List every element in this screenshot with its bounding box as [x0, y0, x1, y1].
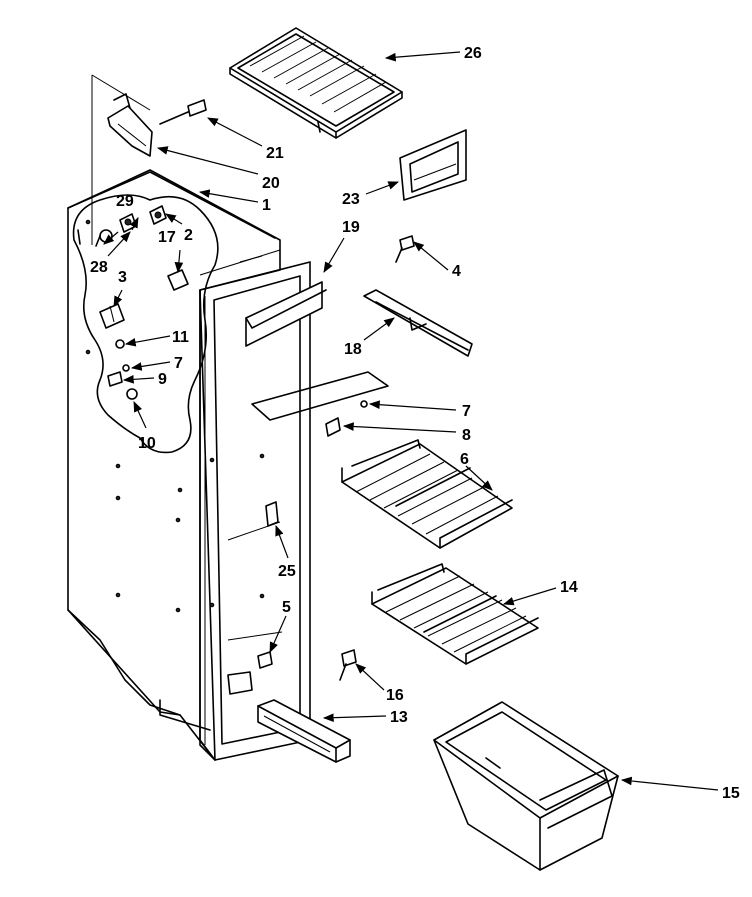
upper-bracket: [245, 281, 327, 347]
callout-28: 28: [90, 259, 108, 276]
leader-17: [174, 249, 184, 274]
bulb-10: [126, 388, 138, 400]
leader-5: [269, 615, 287, 653]
leader-lines: [103, 51, 719, 791]
wire-shelf-upper: [341, 439, 513, 549]
callout-15: 15: [722, 785, 740, 802]
bottom-trim: [257, 699, 351, 763]
top-shelf: [229, 27, 403, 139]
leader-14: [502, 587, 557, 606]
leader-6: [465, 465, 493, 491]
leader-3: [113, 289, 123, 307]
bottom-screw: [257, 651, 273, 669]
callout-23: 23: [342, 191, 360, 208]
callout-13: 13: [390, 709, 408, 726]
small-frame: [399, 129, 467, 201]
hinge-guide-line: [91, 74, 151, 111]
callout-25: 25: [278, 563, 296, 580]
callout-19: 19: [342, 219, 360, 236]
callout-11: 11: [172, 329, 189, 346]
callout-9: 9: [158, 371, 167, 388]
leader-7b: [368, 400, 457, 411]
callout-7b: 7: [462, 403, 471, 420]
callout-16: 16: [386, 687, 404, 704]
leader-19: [323, 237, 345, 273]
screw-11: [115, 339, 125, 349]
callout-4: 4: [452, 263, 461, 280]
leader-29b: [129, 217, 139, 231]
callout-20: 20: [262, 175, 280, 192]
callout-3: 3: [118, 269, 127, 286]
callout-26: 26: [464, 45, 482, 62]
switch-component: [99, 303, 125, 329]
leader-16: [355, 663, 385, 691]
leader-1: [198, 189, 259, 203]
leader-18: [363, 317, 395, 341]
leader-23: [365, 181, 400, 195]
wire-hole-left: [77, 229, 81, 245]
leader-10: [133, 401, 147, 429]
callout-10: 10: [138, 435, 156, 452]
hinge-screw: [159, 99, 207, 125]
leader-25: [275, 524, 289, 559]
wall-clip: [265, 501, 279, 527]
light-shield: [251, 371, 389, 421]
callout-14: 14: [560, 579, 578, 596]
callout-6: 6: [460, 451, 469, 468]
leader-28: [107, 231, 131, 257]
light-socket: [167, 269, 189, 291]
leader-7a: [130, 361, 171, 371]
screw-7a: [122, 364, 130, 372]
callout-7a: 7: [174, 355, 183, 372]
leader-2: [165, 213, 183, 225]
callout-2: 2: [184, 227, 193, 244]
callout-labels: 26 21 20 1 29 2 17 28 3 11 7 9 10 23 19 …: [90, 45, 740, 802]
rail-screw: [395, 235, 415, 263]
leader-13: [322, 713, 387, 723]
callout-29: 29: [116, 193, 134, 210]
callout-18: 18: [344, 341, 362, 358]
cutaway-region: [72, 194, 219, 454]
leader-11: [124, 335, 171, 347]
leader-20: [156, 146, 259, 175]
wire-shelf-lower: [371, 563, 539, 665]
callout-17: 17: [158, 229, 176, 246]
clip-9: [107, 371, 123, 387]
leader-21: [207, 117, 263, 147]
callout-21: 21: [266, 145, 284, 162]
leader-9: [122, 375, 155, 384]
leader-8: [342, 422, 457, 433]
callout-1: 1: [262, 197, 271, 214]
knob-component: [119, 213, 137, 233]
callout-5: 5: [282, 599, 291, 616]
screw-7b: [360, 400, 368, 408]
leader-15: [620, 776, 719, 791]
storage-bin: [433, 701, 619, 871]
callout-8: 8: [462, 427, 471, 444]
leader-4: [413, 241, 449, 271]
clip-8: [325, 417, 341, 437]
leader-26: [384, 51, 461, 62]
slide-rail: [363, 289, 473, 357]
hinge-bracket: [107, 93, 153, 157]
damper-control: [149, 205, 167, 225]
grille-screw: [339, 649, 357, 681]
leader-29a: [103, 231, 119, 245]
